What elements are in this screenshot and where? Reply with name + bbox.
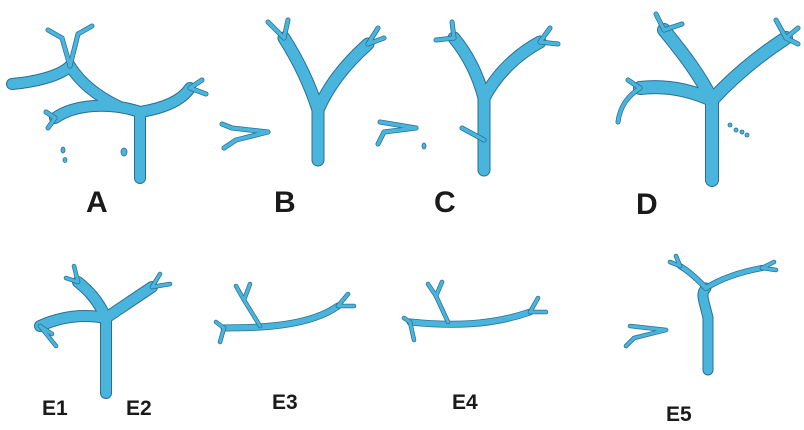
label-e3: E3 — [272, 392, 298, 413]
label-e1: E1 — [42, 398, 68, 419]
variant-a-vessel — [12, 26, 206, 178]
variant-e5-vessel — [626, 256, 776, 370]
variant-d-vessel — [618, 14, 798, 180]
variant-e3-vessel — [216, 284, 354, 342]
label-d: D — [636, 190, 658, 220]
label-e5: E5 — [666, 404, 692, 425]
label-a: A — [86, 188, 108, 218]
variant-e4-vessel — [404, 282, 546, 340]
variant-e1-e2-vessel — [40, 266, 170, 393]
label-c: C — [434, 188, 456, 218]
variant-b-vessel — [222, 20, 384, 160]
label-e2: E2 — [126, 398, 152, 419]
label-b: B — [274, 188, 296, 218]
label-e4: E4 — [452, 392, 478, 413]
variant-c-vessel — [378, 22, 558, 170]
